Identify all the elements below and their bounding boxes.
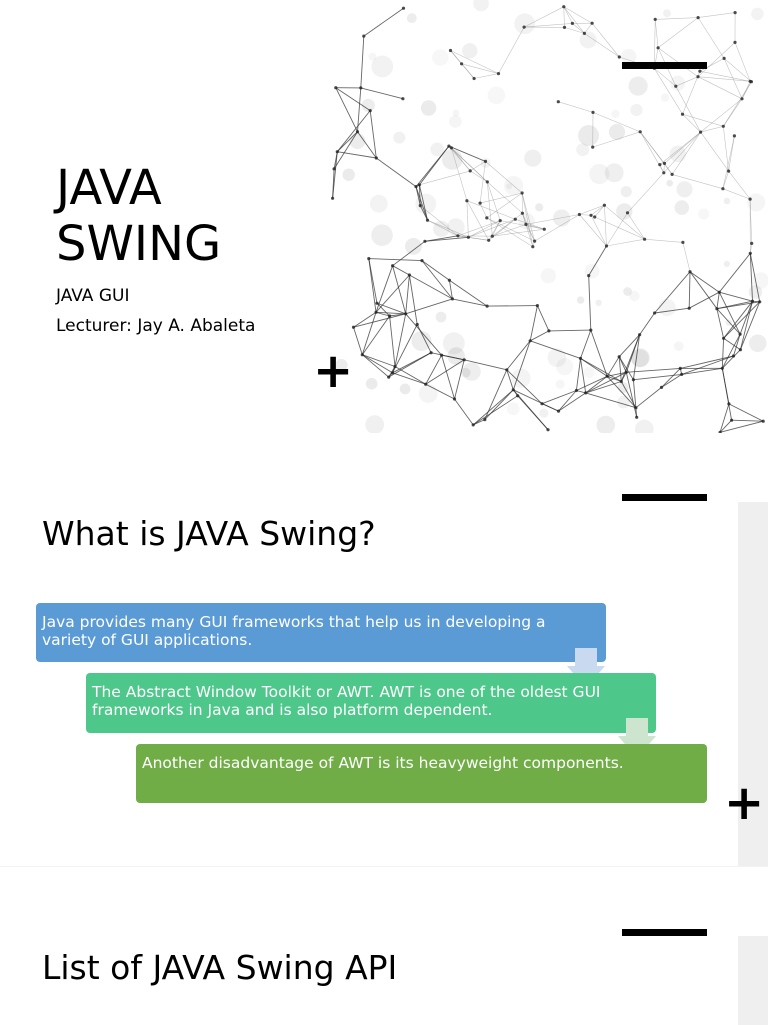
slide-heading: List of JAVA Swing API [42, 948, 397, 987]
lecturer-name: Lecturer: Jay A. Abaleta [56, 316, 255, 336]
slide-heading: What is JAVA Swing? [42, 514, 376, 553]
process-step-2: The Abstract Window Toolkit or AWT. AWT … [86, 673, 656, 733]
plus-icon: + [313, 347, 353, 395]
slide-subtitle: JAVA GUI [56, 286, 129, 306]
process-step-1: Java provides many GUI frameworks that h… [36, 603, 606, 662]
what-is-swing-slide: + What is JAVA Swing? Java provides many… [0, 433, 768, 866]
swing-api-slide: List of JAVA Swing API [0, 866, 768, 1025]
title-line-2: SWING [56, 216, 316, 272]
title-line-1: JAVA [56, 160, 316, 216]
minus-icon [622, 929, 707, 936]
title-slide: + JAVA SWING JAVA GUI Lecturer: Jay A. A… [0, 0, 768, 433]
slide-title: JAVA SWING [56, 160, 316, 272]
plus-icon: + [724, 779, 764, 827]
minus-icon [622, 62, 707, 69]
side-strip [738, 936, 768, 1025]
process-step-3: Another disadvantage of AWT is its heavy… [136, 744, 707, 803]
minus-icon [622, 494, 707, 501]
